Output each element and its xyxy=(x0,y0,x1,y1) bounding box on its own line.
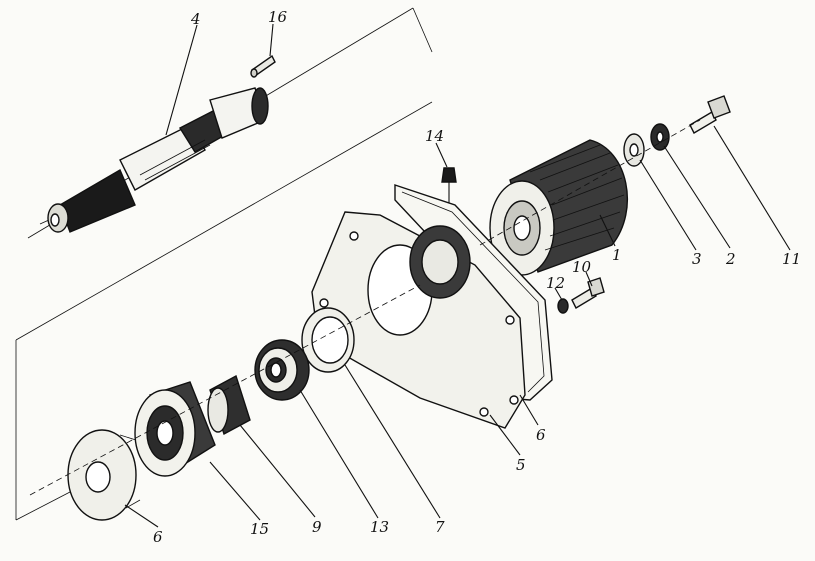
label-1: 1 xyxy=(612,246,622,264)
leader-lines xyxy=(124,23,791,528)
fitting-part xyxy=(441,167,457,210)
bearing-small-part xyxy=(254,339,310,401)
bolt-long-part xyxy=(689,95,731,134)
seal-ring-part xyxy=(301,307,355,373)
label-13: 13 xyxy=(370,518,389,536)
label-14: 14 xyxy=(425,127,444,145)
label-11: 11 xyxy=(782,250,801,268)
housing-plate-part xyxy=(311,211,526,429)
assembly-axis xyxy=(29,119,701,496)
flange-washer-part xyxy=(67,429,141,521)
label-2: 2 xyxy=(725,250,736,268)
pulley-part xyxy=(489,139,629,276)
washer-parts xyxy=(623,123,670,167)
label-12: 12 xyxy=(546,274,565,292)
bolt-short-part xyxy=(557,277,605,314)
label-6-left: 6 xyxy=(153,528,163,546)
label-7: 7 xyxy=(435,518,445,536)
label-3: 3 xyxy=(692,250,702,268)
label-5: 5 xyxy=(516,456,526,474)
label-16: 16 xyxy=(268,8,288,26)
label-6-right: 6 xyxy=(536,426,546,444)
roller-bearing-part xyxy=(134,381,216,477)
label-15: 15 xyxy=(250,520,269,538)
shaft-part xyxy=(47,87,269,233)
label-4: 4 xyxy=(190,10,201,28)
label-9: 9 xyxy=(312,518,322,536)
label-10: 10 xyxy=(572,258,592,276)
roller-cage-part xyxy=(207,374,251,436)
pin-part xyxy=(250,54,276,78)
callout-labels: 4 16 14 1 3 2 11 10 12 6 5 7 13 9 15 6 xyxy=(153,8,801,546)
